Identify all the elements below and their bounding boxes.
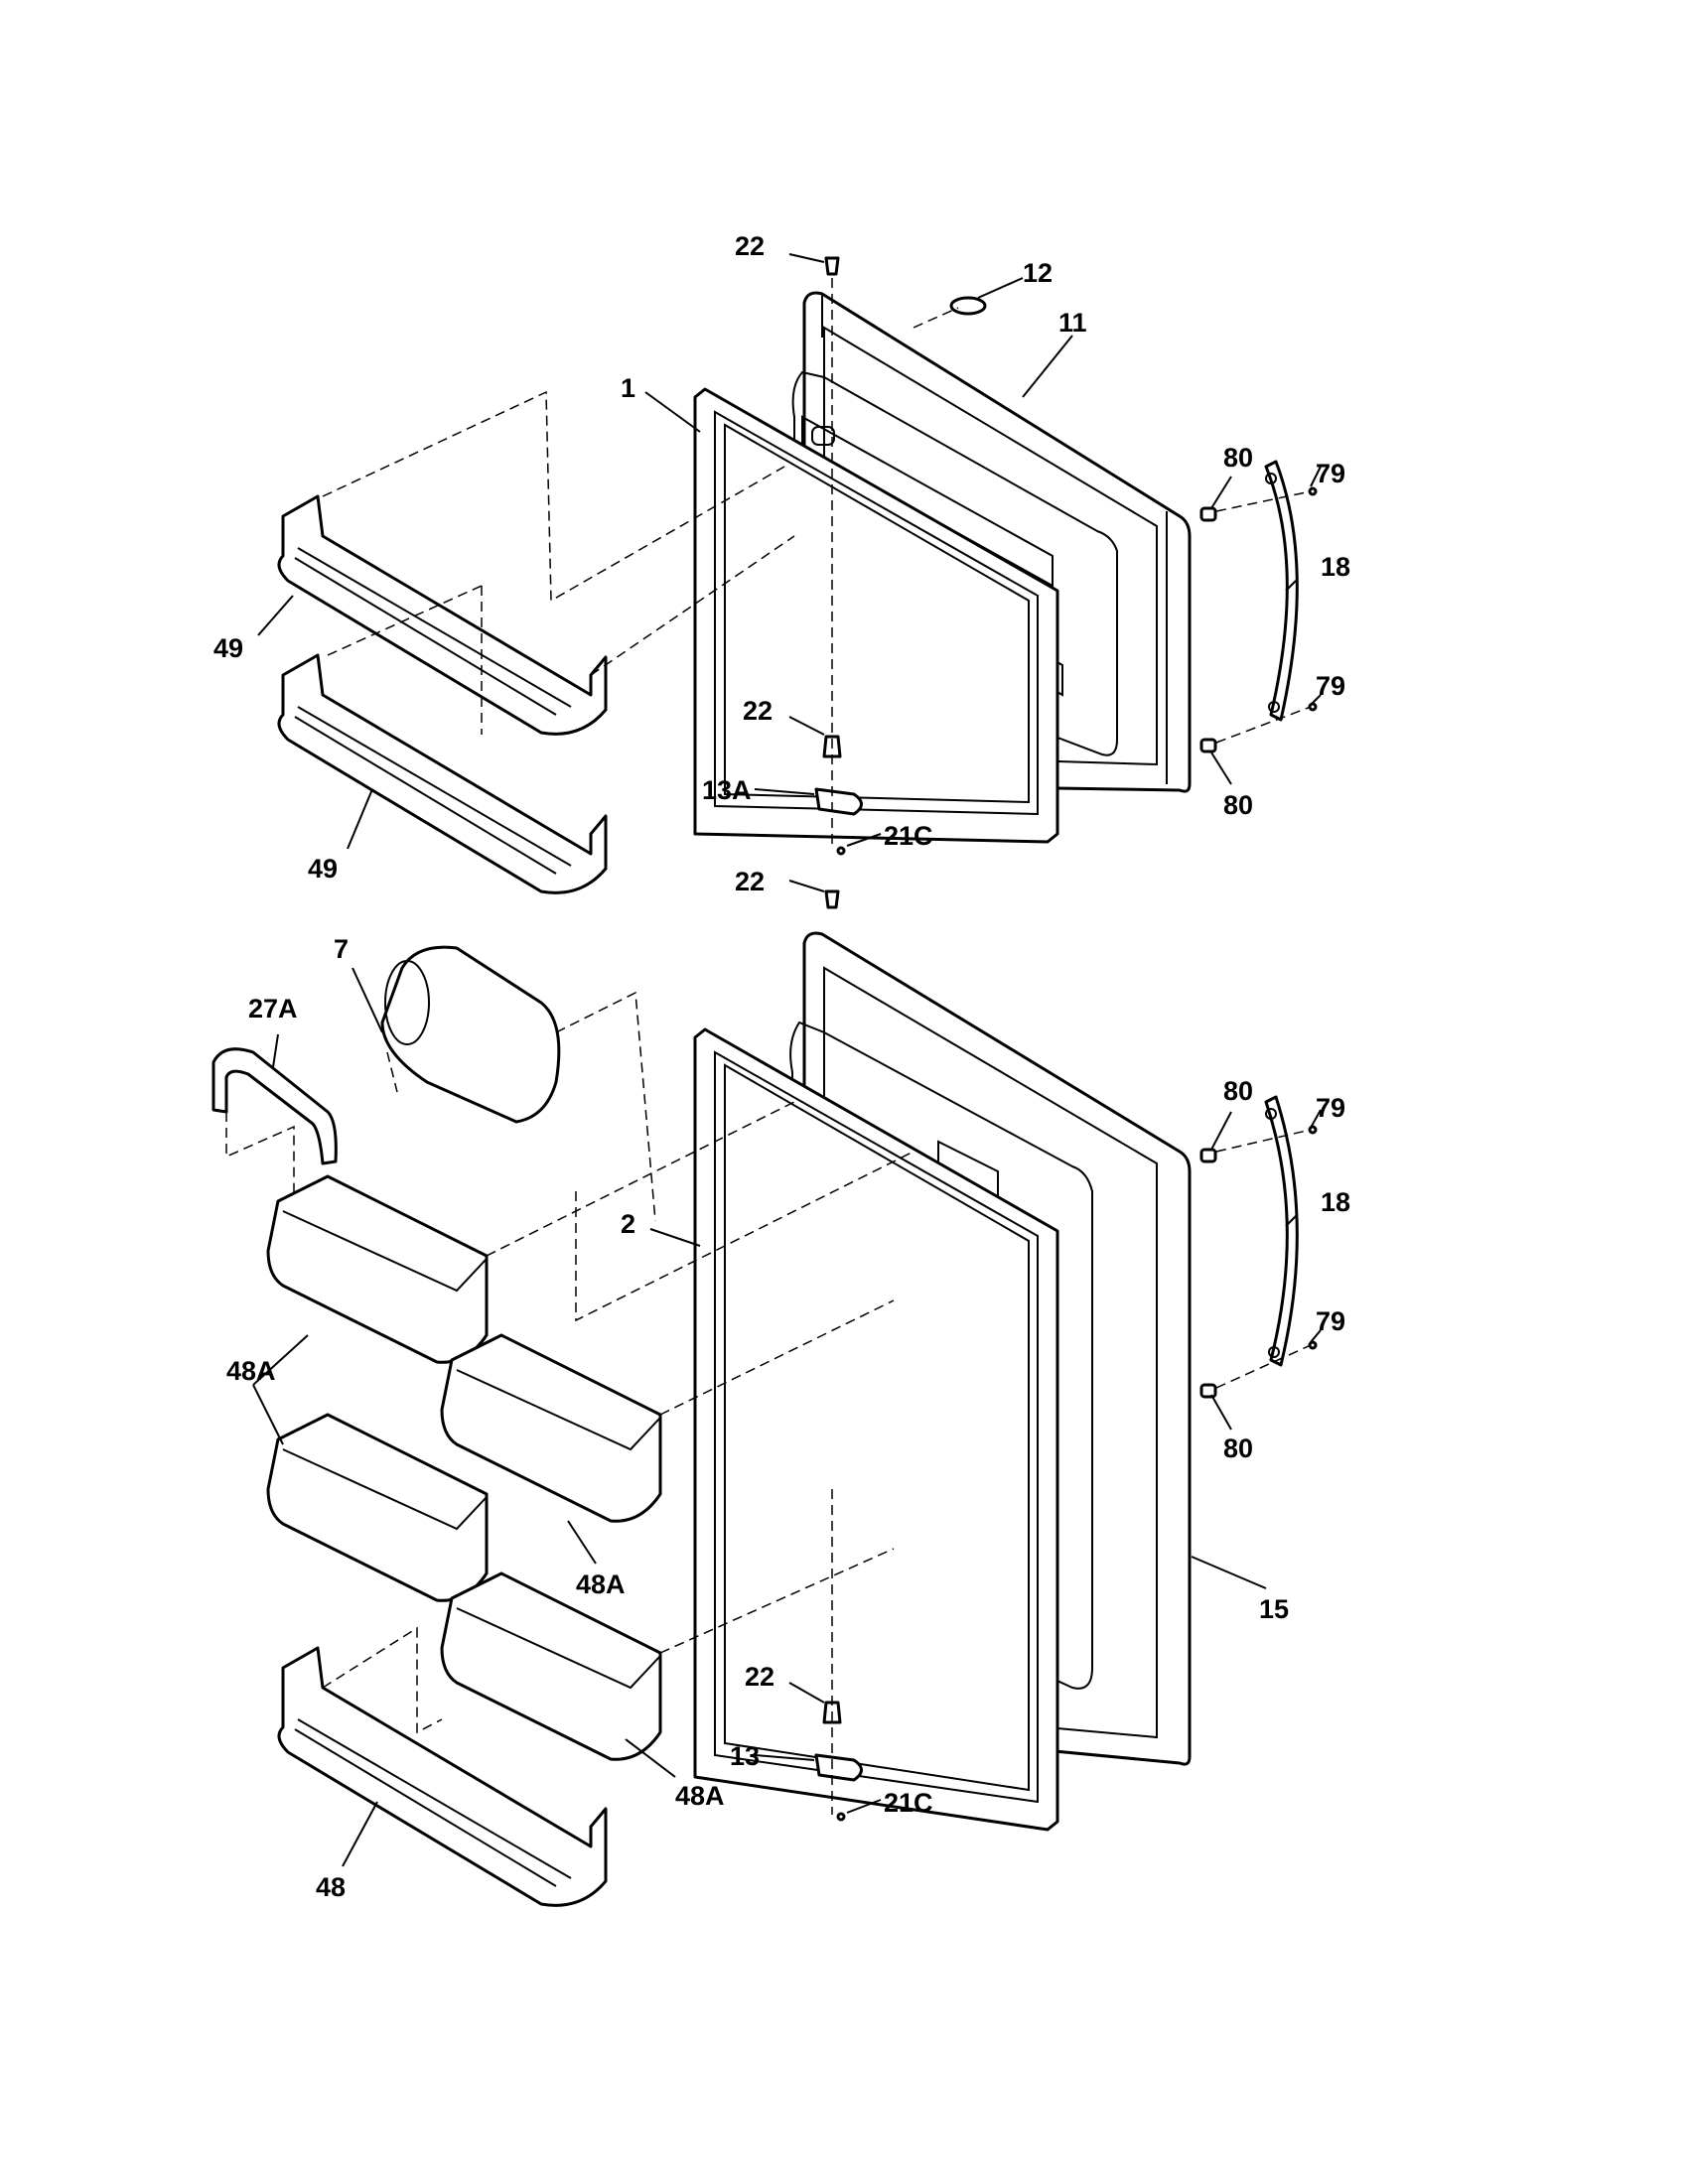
fresh-food-door-gasket-inner bbox=[714, 1050, 1039, 1804]
retainer-bar-body bbox=[211, 1047, 338, 1165]
fresh-food-handle-fasteners bbox=[1199, 1125, 1318, 1399]
dairy-compartment-guide bbox=[386, 991, 656, 1222]
callout-49-a: 49 bbox=[213, 633, 243, 663]
freezer-door-shelf-lower-rim bbox=[294, 706, 572, 875]
callout-labels: 22 12 11 1 80 79 18 79 80 49 22 13A 21C … bbox=[213, 231, 1350, 1902]
retainer-bar-guide bbox=[225, 1112, 295, 1201]
fresh-food-bottom-shelf-rim bbox=[294, 1718, 572, 1887]
freezer-handle-screw-hole-bottom bbox=[1268, 701, 1280, 713]
fresh-food-door-gasket bbox=[693, 1027, 1059, 1832]
fresh-food-bottom-shelf bbox=[277, 1626, 608, 1907]
callout-13A: 13A bbox=[702, 775, 752, 805]
door-bin-guides bbox=[486, 1101, 914, 1654]
freezer-handle-screw-hole-top bbox=[1265, 473, 1277, 484]
callout-18-b: 18 bbox=[1321, 1187, 1350, 1217]
freezer-door-assembly bbox=[693, 256, 1318, 856]
callout-12: 12 bbox=[1023, 258, 1053, 288]
callout-79-c: 79 bbox=[1316, 1093, 1345, 1123]
hinge-pin-22-icon bbox=[824, 889, 840, 909]
fresh-food-door-handle bbox=[1264, 1095, 1299, 1367]
leader-lines bbox=[252, 253, 1322, 1867]
freezer-door-liner-shelf-top bbox=[801, 415, 1054, 588]
freezer-door-liner-recess bbox=[791, 370, 1118, 756]
callout-11: 11 bbox=[1058, 308, 1087, 338]
plug-12-guide bbox=[913, 307, 959, 329]
callout-15: 15 bbox=[1259, 1594, 1289, 1624]
screw-80-icon bbox=[1199, 1383, 1217, 1399]
callout-7: 7 bbox=[334, 934, 349, 964]
callout-22-mid: 22 bbox=[743, 696, 773, 726]
fresh-food-handle-fastener-guide bbox=[1215, 1129, 1312, 1389]
callout-79-b: 79 bbox=[1316, 671, 1345, 701]
door-bins bbox=[266, 1101, 914, 1761]
door-bin-1-rim bbox=[282, 1210, 488, 1293]
callout-80-d: 80 bbox=[1223, 1433, 1253, 1463]
callout-48A-b: 48A bbox=[576, 1570, 626, 1599]
freezer-door-shelf-upper bbox=[277, 494, 608, 736]
plug-12-icon bbox=[949, 296, 987, 316]
callout-49-b: 49 bbox=[308, 854, 338, 884]
hinge-13-icon bbox=[814, 1753, 863, 1782]
fresh-food-bottom-shelf-body bbox=[277, 1646, 608, 1907]
freezer-door-gasket-inner-2 bbox=[724, 423, 1030, 804]
dairy-compartment bbox=[380, 945, 656, 1222]
screw-21C-icon bbox=[836, 846, 846, 856]
callout-13: 13 bbox=[730, 1741, 760, 1771]
dairy-compartment-lid-edge bbox=[384, 960, 430, 1045]
freezer-door-gasket bbox=[693, 387, 1059, 844]
callout-80-b: 80 bbox=[1223, 790, 1253, 820]
freezer-shelf-guide-lines bbox=[322, 390, 795, 735]
callout-27A: 27A bbox=[248, 994, 298, 1024]
screw-80-icon bbox=[1199, 506, 1217, 522]
callout-48A-a: 48A bbox=[226, 1356, 276, 1386]
door-bin-1 bbox=[266, 1174, 489, 1364]
door-bin-4 bbox=[440, 1571, 662, 1761]
fresh-food-door-liner-recess bbox=[789, 1021, 1093, 1690]
freezer-door-shelf-upper-rim bbox=[294, 547, 572, 716]
freezer-door-edge bbox=[821, 294, 1168, 784]
fresh-food-door-assembly bbox=[693, 889, 1318, 1832]
freezer-door-gasket-inner bbox=[714, 410, 1039, 816]
callout-48A-c: 48A bbox=[675, 1781, 725, 1811]
screw-80-icon bbox=[1199, 1148, 1217, 1163]
freezer-handle-fastener-guide bbox=[1215, 490, 1312, 744]
callout-48: 48 bbox=[316, 1872, 346, 1902]
callout-22-top: 22 bbox=[735, 231, 765, 261]
freezer-liner-post-1 bbox=[811, 426, 835, 446]
screw-21C-icon bbox=[836, 1812, 846, 1822]
door-bin-3-rim bbox=[282, 1448, 488, 1531]
callout-22-lower: 22 bbox=[735, 867, 765, 896]
callout-21C-a: 21C bbox=[884, 821, 933, 851]
callout-79-a: 79 bbox=[1316, 459, 1345, 488]
callout-80-c: 80 bbox=[1223, 1076, 1253, 1106]
fresh-food-bottom-shelf-guide bbox=[322, 1626, 443, 1734]
fresh-food-handle-screw-hole-bottom bbox=[1268, 1346, 1280, 1358]
freezer-door-shelf-lower bbox=[277, 653, 608, 894]
freezer-door-shelves bbox=[277, 390, 795, 894]
freezer-handle-fasteners bbox=[1199, 486, 1318, 753]
screw-80-icon bbox=[1199, 738, 1217, 753]
callout-79-d: 79 bbox=[1316, 1306, 1345, 1336]
door-bin-4-rim bbox=[456, 1607, 661, 1690]
callout-18-a: 18 bbox=[1321, 552, 1350, 582]
fresh-food-door-gasket-inner-2 bbox=[724, 1063, 1030, 1792]
callout-80-a: 80 bbox=[1223, 443, 1253, 473]
callout-2: 2 bbox=[621, 1209, 635, 1239]
hinge-13A-icon bbox=[814, 787, 863, 816]
door-bin-3 bbox=[266, 1413, 489, 1602]
hinge-pin-22-icon bbox=[824, 256, 840, 276]
fresh-food-handle-screw-hole-top bbox=[1265, 1108, 1277, 1120]
callout-22-bottom: 22 bbox=[745, 1662, 774, 1692]
door-bin-2-rim bbox=[456, 1369, 661, 1451]
callout-1: 1 bbox=[621, 373, 635, 403]
retainer-bar bbox=[211, 1047, 338, 1201]
freezer-door-handle bbox=[1264, 460, 1299, 722]
door-bin-2 bbox=[440, 1333, 662, 1523]
callout-21C-b: 21C bbox=[884, 1788, 933, 1818]
dairy-compartment-body bbox=[380, 945, 561, 1124]
